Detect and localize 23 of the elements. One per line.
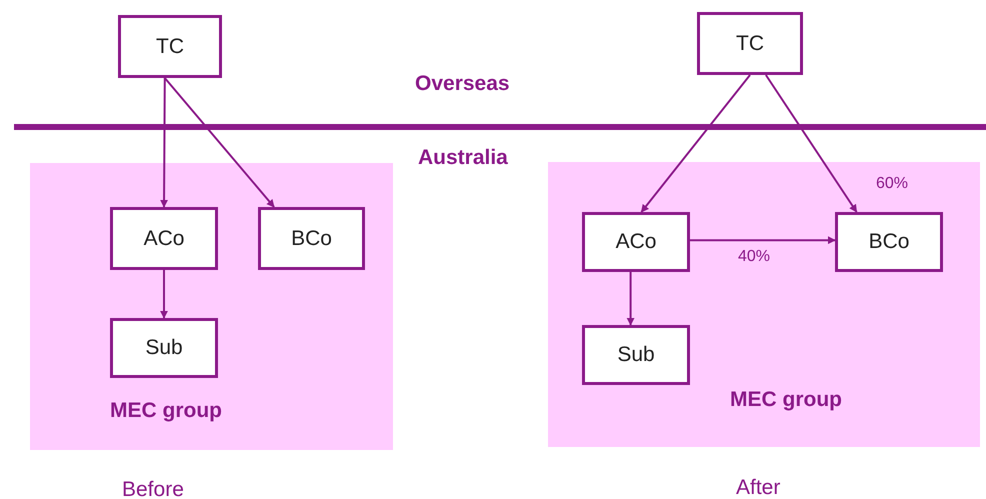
entity-box: Sub [582, 325, 690, 385]
caption: After [736, 476, 780, 499]
arrow [690, 236, 836, 244]
entity-box: Sub [110, 318, 218, 378]
entity-box: ACo [582, 212, 690, 272]
group-label: MEC group [110, 399, 222, 423]
region-label: Overseas [415, 72, 510, 96]
entity-box: BCo [835, 212, 943, 272]
arrow [164, 77, 275, 208]
region-label: Australia [418, 146, 508, 170]
arrow [626, 272, 635, 326]
arrow [640, 74, 751, 213]
entity-box: BCo [258, 207, 365, 270]
entity-box: TC [697, 12, 803, 75]
caption: Before [122, 478, 184, 499]
group-region [548, 162, 980, 447]
arrow [765, 74, 858, 213]
arrow [160, 78, 168, 208]
group-label: MEC group [730, 388, 842, 412]
entity-box: TC [118, 15, 222, 78]
arrow [160, 270, 168, 319]
entity-box: ACo [110, 207, 218, 270]
group-region [30, 163, 393, 450]
